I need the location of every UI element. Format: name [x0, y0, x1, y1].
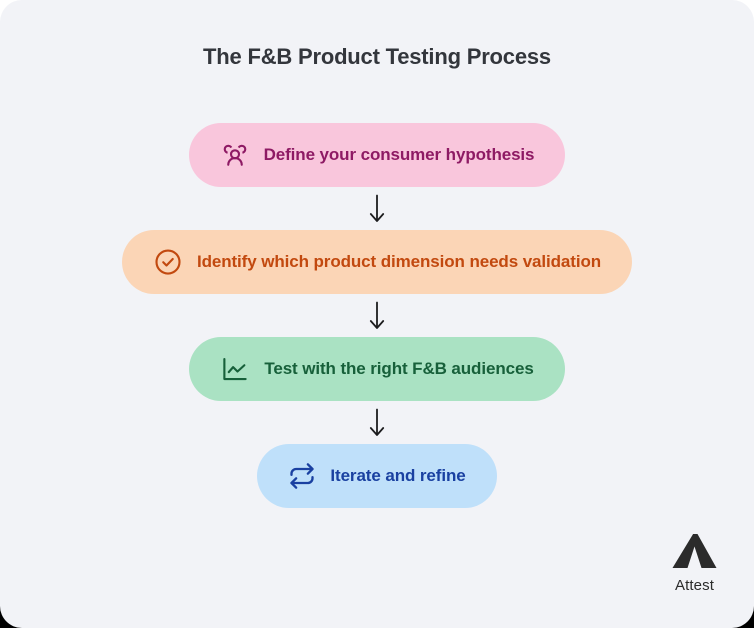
flow-step-label: Identify which product dimension needs v… [196, 252, 602, 271]
flow-step-label: Test with the right F&B audiences [264, 359, 534, 378]
attest-logo-icon [671, 534, 718, 573]
flow-step-label: Iterate and refine [330, 466, 466, 485]
flow-step-identify-dimension: Identify which product dimension needs v… [121, 230, 633, 294]
page-title: The F&B Product Testing Process [203, 44, 551, 69]
brand-block: Attest [671, 534, 718, 594]
flow-step-define-hypothesis: Define your consumer hypothesis [188, 123, 566, 187]
down-arrow-icon [369, 187, 385, 230]
flow-step-iterate-refine: Iterate and refine [257, 444, 497, 508]
brand-label: Attest [675, 577, 714, 594]
repeat-icon [288, 462, 316, 490]
process-flow: The F&B Product Testing Process Define y… [121, 44, 633, 508]
check-circle-icon [153, 247, 183, 277]
flow-step-test-audiences: Test with the right F&B audiences [189, 337, 565, 401]
flow-step-label: Define your consumer hypothesis [263, 145, 535, 164]
down-arrow-icon [369, 401, 385, 444]
chart-line-icon [220, 354, 250, 384]
users-icon [220, 140, 250, 170]
down-arrow-icon [369, 294, 385, 337]
